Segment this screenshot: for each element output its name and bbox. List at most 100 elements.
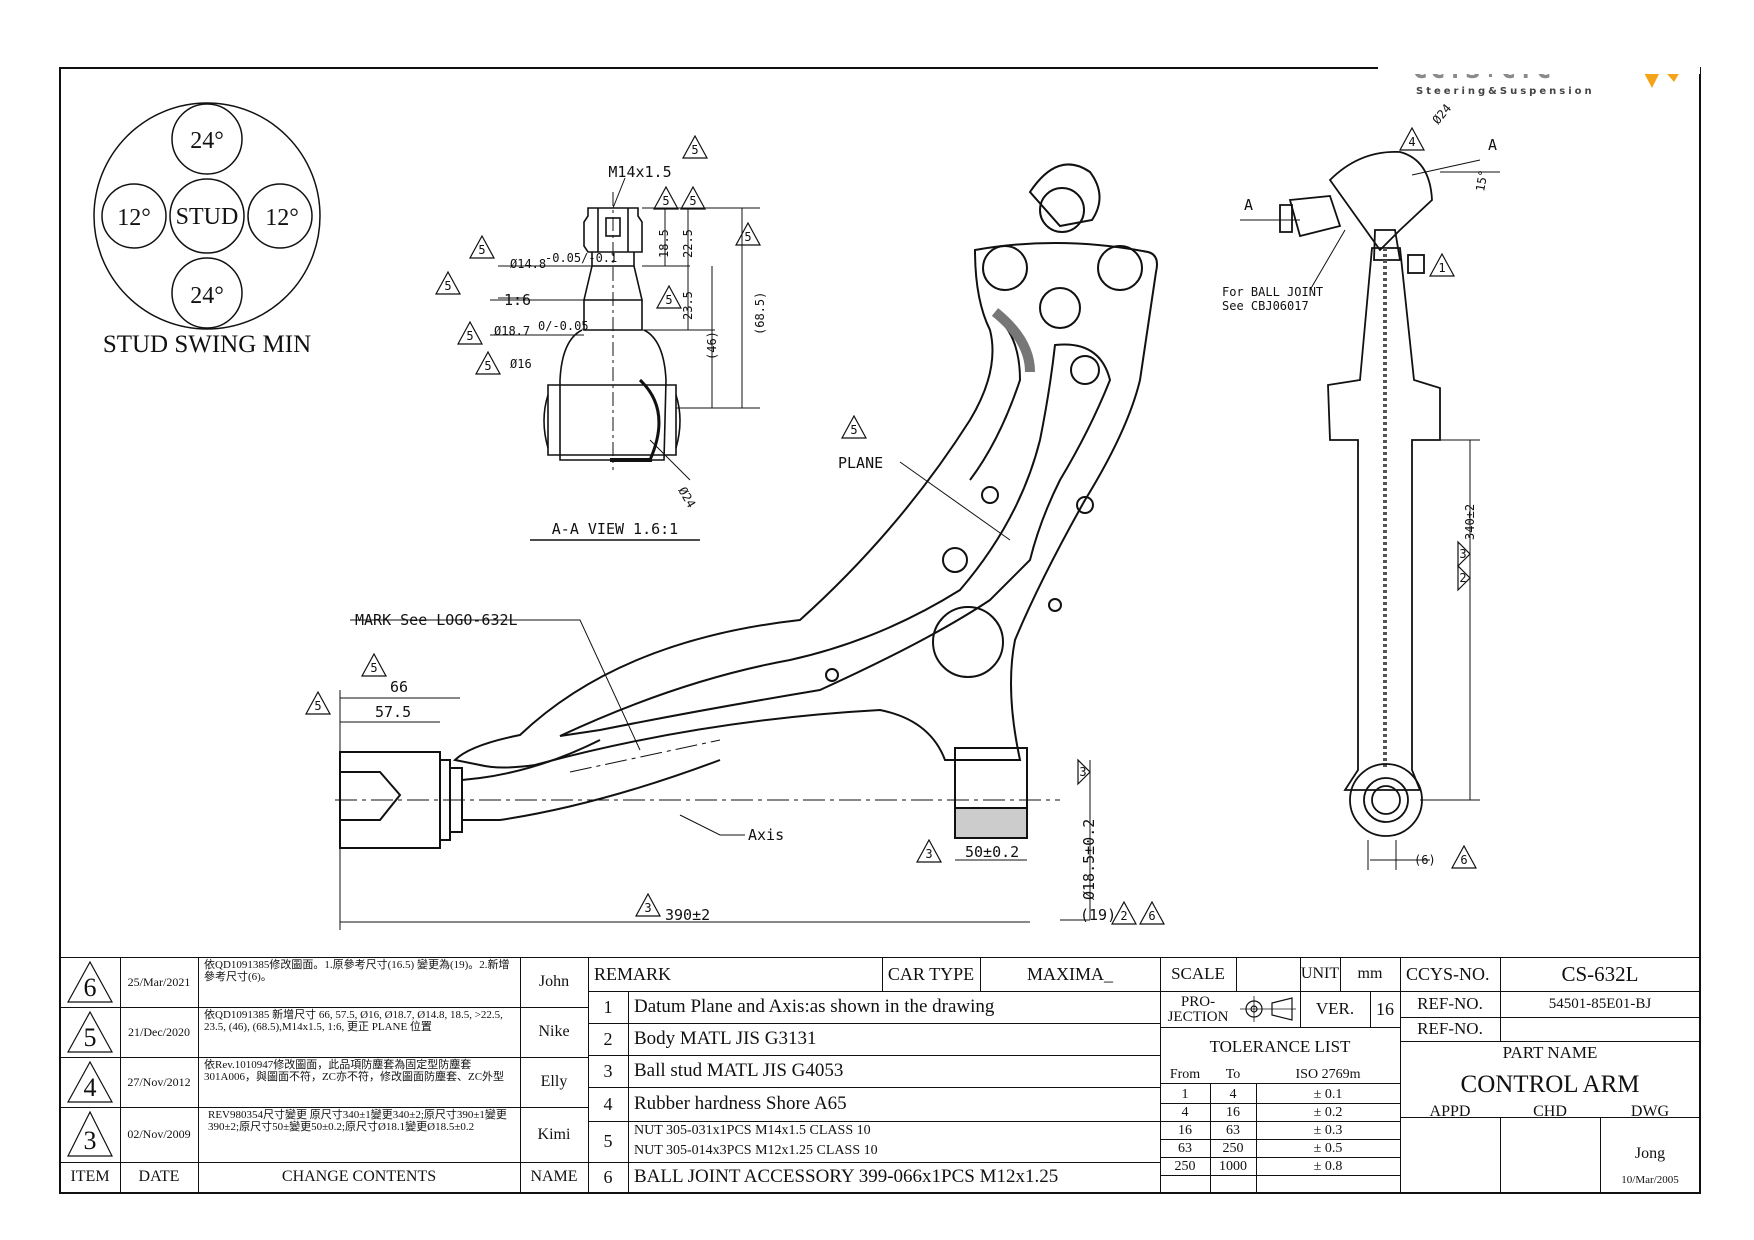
svg-text:4: 4 bbox=[1408, 135, 1415, 149]
svg-text:3: 3 bbox=[925, 847, 932, 861]
control-arm-main-view bbox=[335, 163, 1158, 930]
side-note-line1: For BALL JOINT bbox=[1222, 285, 1323, 299]
tol-from: 1 bbox=[1181, 1087, 1189, 1102]
swing-center-label: STUD bbox=[176, 204, 239, 230]
tol-to: 63 bbox=[1226, 1122, 1240, 1138]
side-bushing-inner bbox=[1363, 777, 1409, 823]
side-view bbox=[1240, 151, 1500, 870]
remark-text: NUT 305-031x1PCS M14x1.5 CLASS 10 bbox=[634, 1123, 871, 1138]
remark-header: REMARK bbox=[594, 963, 672, 984]
appd-label: APPD bbox=[1429, 1105, 1471, 1119]
tol-header-to: To bbox=[1225, 1067, 1241, 1082]
svg-text:6: 6 bbox=[1460, 853, 1467, 867]
side-a-label-right: A bbox=[1488, 136, 1497, 154]
drawer-name: Jong bbox=[1634, 1145, 1666, 1162]
swing-right-value: 12° bbox=[265, 205, 299, 231]
aa-view-title: A-A VIEW 1.6:1 bbox=[552, 520, 678, 538]
title-block: 6 25/Mar/2021 依QD1091385修改圖面。1.原參考尺寸(16.… bbox=[60, 957, 1701, 1194]
rev-date: 25/Mar/2021 bbox=[127, 974, 191, 989]
remark-number: 3 bbox=[603, 1060, 613, 1081]
ball-joint-boot bbox=[1028, 163, 1101, 228]
side-view-labels: Ø24 A A 15° For BALL JOINT See CBJ06017 … bbox=[1222, 101, 1497, 867]
scale-label: SCALE bbox=[1171, 964, 1225, 983]
ref-no-value: 54501-85E01-BJ bbox=[1548, 995, 1652, 1012]
rev-triangle-icon bbox=[66, 960, 114, 1003]
ball-joint-nut bbox=[1039, 187, 1085, 233]
chd-label: CHD bbox=[1533, 1105, 1567, 1119]
dim-390: 390±2 bbox=[665, 906, 710, 924]
aa-dim-225: 22.5 bbox=[681, 229, 695, 258]
tol-value: ± 0.1 bbox=[1313, 1087, 1343, 1102]
car-type-value: MAXIMA_ bbox=[1026, 963, 1113, 984]
remark-text-2: NUT 305-014x3PCS M12x1.25 CLASS 10 bbox=[634, 1143, 878, 1158]
tol-from: 4 bbox=[1181, 1104, 1189, 1120]
mark-label: MARK See LOGO-632L bbox=[355, 611, 518, 629]
ccys-no-label: CCYS-NO. bbox=[1406, 963, 1490, 984]
tol-from: 16 bbox=[1178, 1122, 1192, 1138]
svg-text:1: 1 bbox=[1438, 261, 1445, 275]
rev-contents: 依QD1091385 新增尺寸 66, 57.5, Ø16, Ø18.7, Ø1… bbox=[204, 1009, 503, 1033]
arm-rib-hatch bbox=[991, 308, 1035, 373]
part-name-label: PART NAME bbox=[1502, 1043, 1598, 1062]
rev-contents: REV980354尺寸變更 原尺寸340±1變更340±2;原尺寸390±1變更… bbox=[208, 1109, 507, 1133]
projection-label: PRO-JECTION bbox=[1167, 994, 1229, 1025]
rev-name: Kimi bbox=[537, 1125, 571, 1143]
tol-header-iso: ISO 2769m bbox=[1295, 1067, 1361, 1082]
svg-text:5: 5 bbox=[691, 143, 698, 157]
remark-number: 5 bbox=[603, 1131, 613, 1151]
svg-text:2: 2 bbox=[1120, 909, 1127, 923]
svg-text:6: 6 bbox=[1148, 909, 1155, 923]
arm-outer-contour bbox=[452, 242, 1158, 769]
tol-value: ± 0.8 bbox=[1313, 1158, 1343, 1174]
aa-view-labels: M14x1.5 Ø14.8 -0.05/-0.1 1:6 Ø18.7 0/-0.… bbox=[494, 163, 767, 538]
rev-date: 02/Nov/2009 bbox=[127, 1127, 191, 1141]
part-name-value: CONTROL ARM bbox=[1460, 1071, 1640, 1098]
rev-header-date: DATE bbox=[138, 1168, 180, 1185]
svg-text:5: 5 bbox=[662, 194, 669, 208]
rev-triangle-icon bbox=[66, 1060, 114, 1103]
side-dim-6: (6) bbox=[1414, 853, 1436, 867]
car-type-label: CAR TYPE bbox=[887, 963, 975, 984]
aa-taper: 1:6 bbox=[504, 291, 531, 309]
rev-triangle-icon bbox=[66, 1010, 114, 1053]
draw-date: 10/Mar/2005 bbox=[1621, 1174, 1679, 1186]
rev-contents: 依Rev.1010947修改圖面，此品項防塵套為固定型防塵套301A006，與圖… bbox=[204, 1059, 505, 1083]
side-dim-340: 340±2 bbox=[1463, 504, 1477, 540]
aa-dim-235: 23.5 bbox=[681, 291, 695, 320]
rev-item: 4 bbox=[60, 1057, 120, 1107]
remark-text: BALL JOINT ACCESSORY 399-066x1PCS M12x1.… bbox=[634, 1166, 1059, 1187]
arm-rib bbox=[969, 319, 1022, 481]
svg-text:5: 5 bbox=[478, 243, 485, 257]
tol-to: 1000 bbox=[1219, 1158, 1247, 1174]
swing-right-circle bbox=[247, 183, 313, 249]
swing-caption: STUD SWING MIN bbox=[103, 331, 311, 358]
rev-contents: 依QD1091385修改圖面。1.原參考尺寸(16.5) 變更為(19)。2.新… bbox=[204, 959, 510, 983]
dim-185-diam: Ø18.5±0.2 bbox=[1080, 819, 1098, 900]
dim-19: (19) bbox=[1080, 906, 1116, 924]
unit-label: UNIT bbox=[1300, 965, 1340, 982]
swing-center-circle bbox=[169, 178, 245, 254]
rev-triangle-icon bbox=[67, 1110, 113, 1157]
tol-value: ± 0.2 bbox=[1313, 1104, 1343, 1120]
tol-value: ± 0.3 bbox=[1313, 1122, 1343, 1138]
tolerance-title: TOLERANCE LIST bbox=[1209, 1037, 1351, 1056]
tol-from: 63 bbox=[1178, 1140, 1192, 1156]
swing-left-value: 12° bbox=[117, 205, 151, 231]
dim-50: 50±0.2 bbox=[965, 843, 1019, 861]
rev-name: John bbox=[538, 973, 570, 990]
svg-text:5: 5 bbox=[370, 661, 377, 675]
rev-header-name: NAME bbox=[530, 1168, 578, 1185]
stud-swing-diagram: 24° 24° 12° 12° STUD STUD SWING MIN bbox=[93, 102, 321, 358]
remark-number: 1 bbox=[603, 996, 613, 1017]
logo-mask bbox=[1378, 50, 1700, 74]
logo-tagline: Steering&Suspension bbox=[1416, 86, 1595, 97]
swing-top-circle bbox=[171, 103, 243, 175]
rev-item: 5 bbox=[60, 1007, 120, 1057]
swing-outer-circle bbox=[93, 102, 321, 330]
remark-number: 6 bbox=[603, 1166, 613, 1187]
axis-label: Axis bbox=[748, 826, 784, 844]
rev-date: 27/Nov/2012 bbox=[127, 1074, 191, 1089]
ver-label: VER. bbox=[1315, 999, 1355, 1018]
aa-d187-tol: 0/-0.05 bbox=[538, 319, 589, 333]
remark-number: 4 bbox=[603, 1093, 613, 1114]
